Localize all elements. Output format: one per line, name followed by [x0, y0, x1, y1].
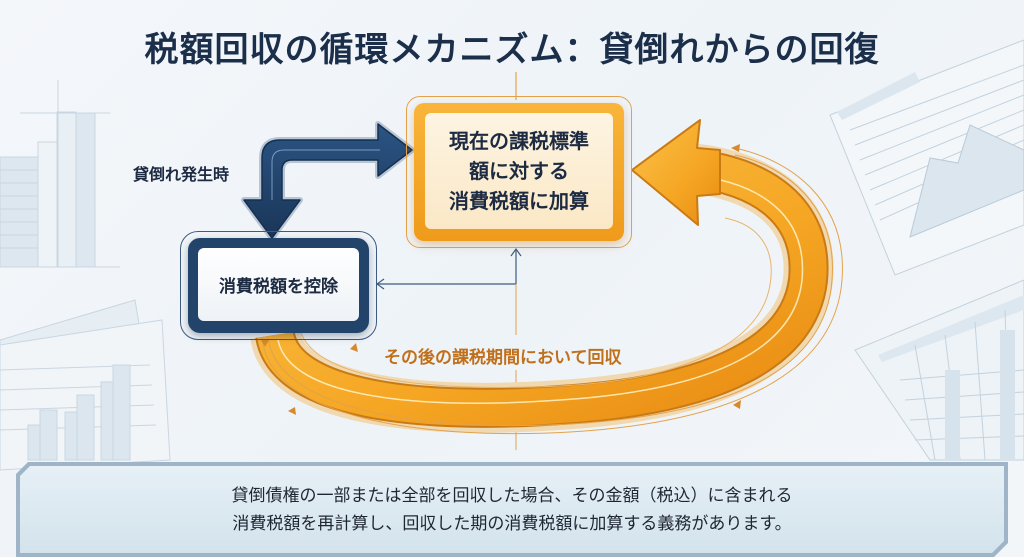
thin-connector	[375, 247, 522, 290]
deduct-tax-label: 消費税額を控除	[198, 248, 359, 321]
bg-chart-right-bottom	[854, 279, 1024, 461]
add-tax-line-2: 額に対する	[469, 159, 569, 183]
page-title: 税額回収の循環メカニズム：貸倒れからの回復	[144, 30, 880, 70]
label-bad-debt-occurs: 貸倒れ発生時	[133, 165, 230, 184]
add-box-outline	[406, 96, 632, 248]
add-tax-box: 現在の課税標準 額に対する 消費税額に加算	[414, 103, 624, 241]
bg-chart-right-top	[829, 39, 1024, 276]
deduct-box-outline	[180, 231, 377, 340]
navy-bad-debt-arrow	[241, 121, 415, 241]
bg-chart-left-bottom	[0, 299, 171, 471]
add-tax-box-content: 現在の課税標準 額に対する 消費税額に加算	[425, 113, 613, 229]
footer-note-content: 貸倒債権の一部または全部を回収した場合、その金額（税込）に含まれる 消費税額を再…	[20, 466, 1004, 553]
orange-recovery-arrow	[250, 119, 843, 435]
footer-line-1: 貸倒債権の一部または全部を回収した場合、その金額（税込）に含まれる	[231, 485, 793, 506]
footer-line-2: 消費税額を再計算し、回収した期の消費税額に加算する義務があります。	[232, 513, 792, 534]
bg-chart-left-top	[0, 80, 120, 268]
add-tax-line-3: 消費税額に加算	[449, 189, 589, 213]
add-tax-line-1: 現在の課税標準	[449, 129, 589, 153]
deduct-tax-box: 消費税額を控除	[188, 238, 369, 333]
label-later-recovery: その後の課税期間において回収	[384, 348, 622, 368]
footer-note-box: 貸倒債権の一部または全部を回収した場合、その金額（税込）に含まれる 消費税額を再…	[16, 462, 1008, 557]
